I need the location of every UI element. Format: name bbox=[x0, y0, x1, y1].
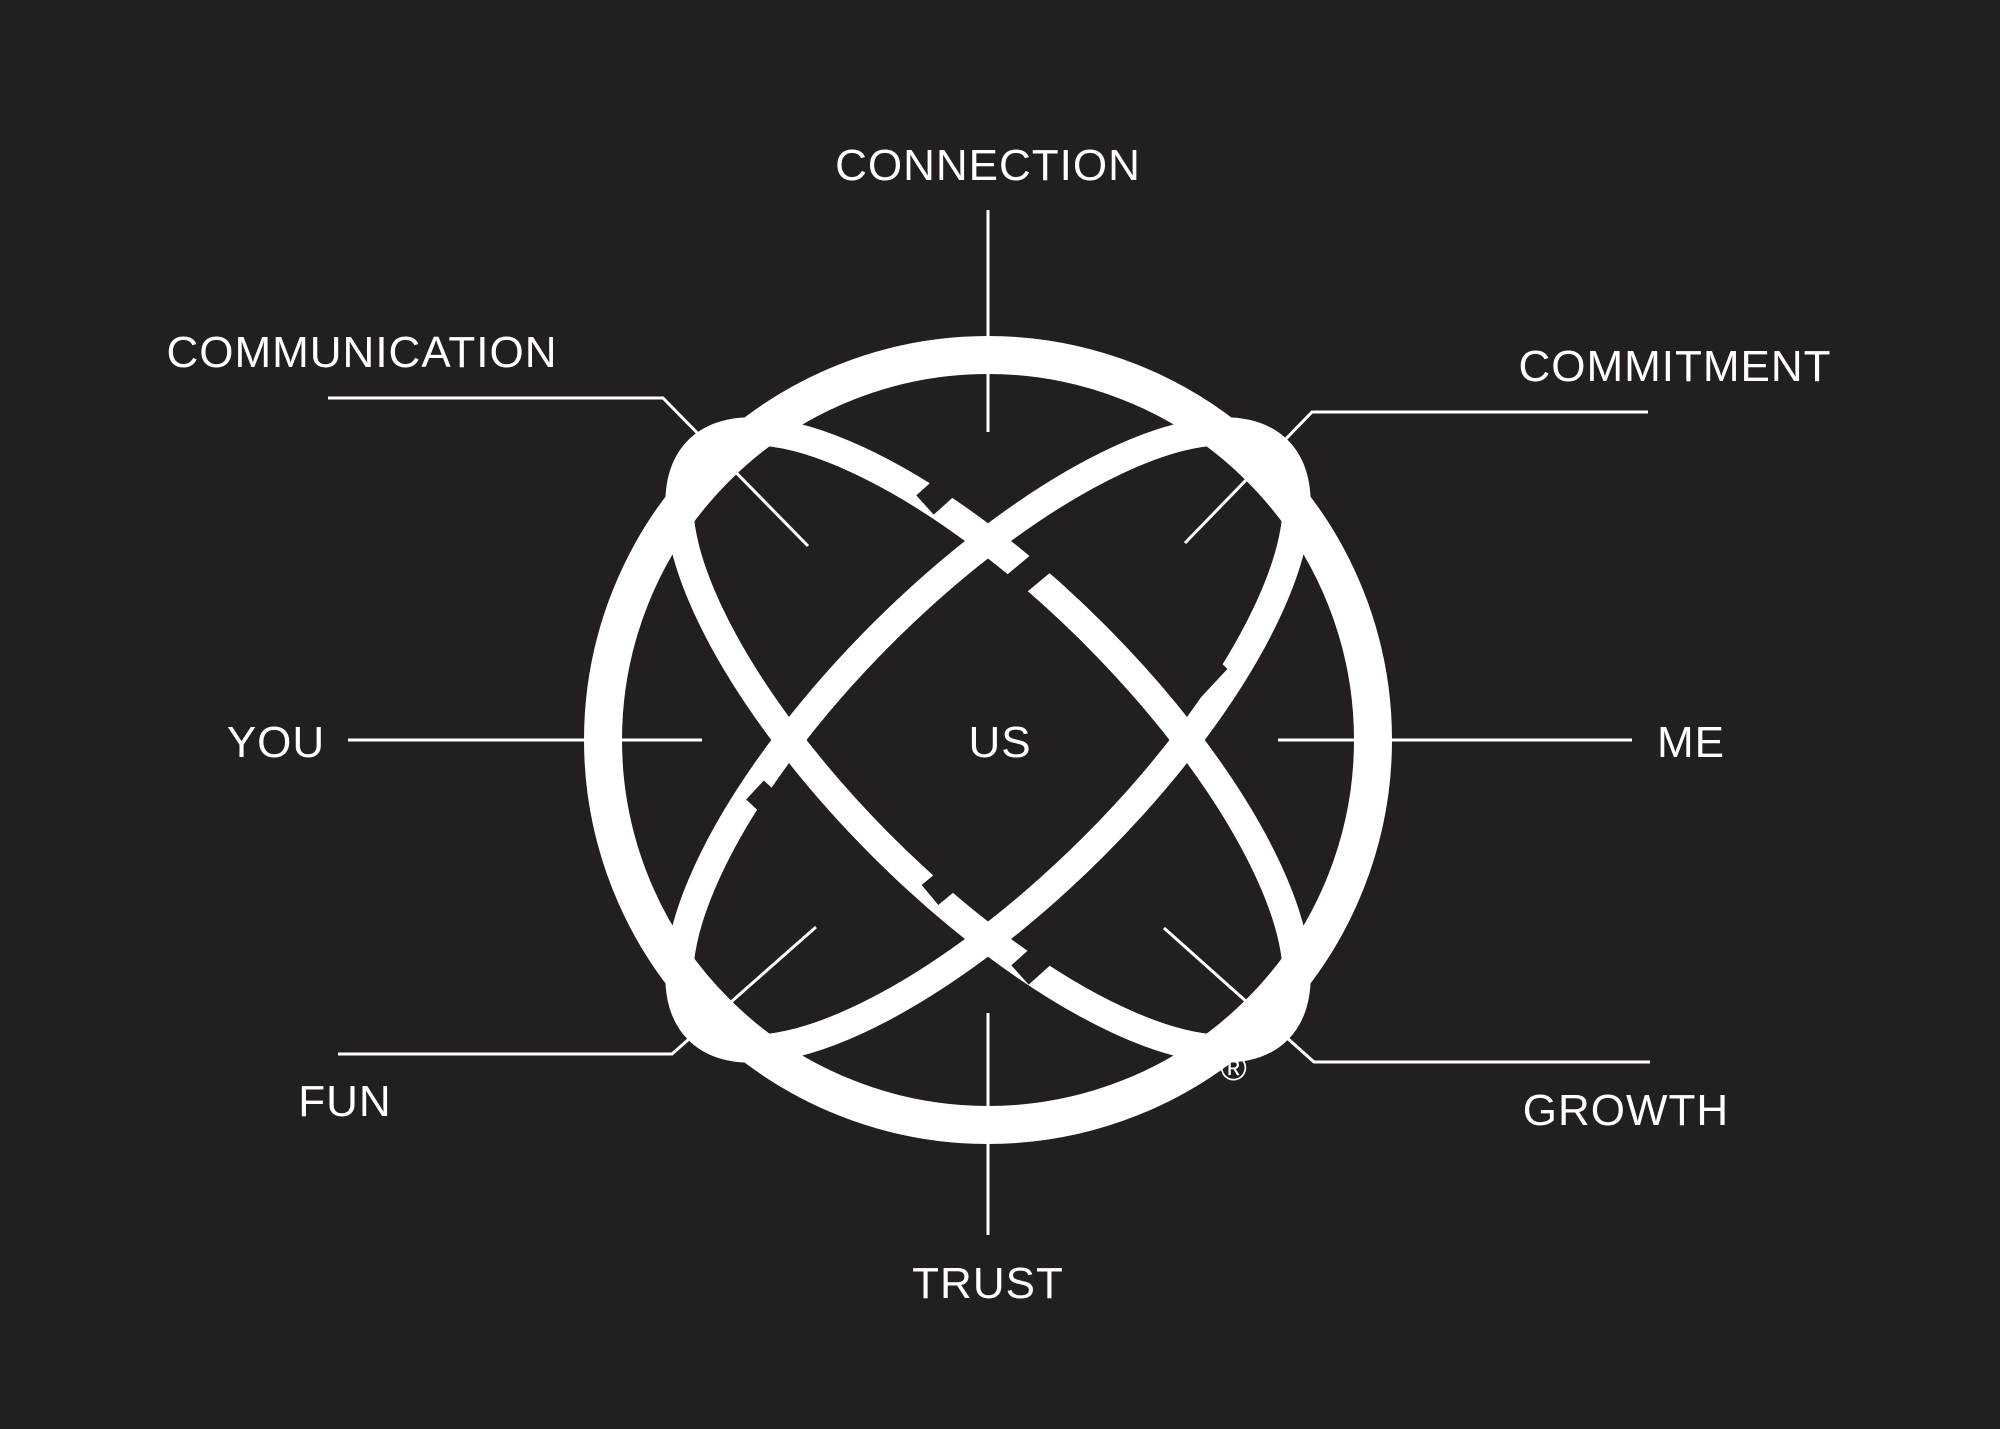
leader-growth bbox=[1163, 926, 1650, 1064]
leader-lines bbox=[328, 210, 1650, 1235]
label-you: YOU bbox=[227, 718, 325, 767]
interlace-gaps bbox=[746, 468, 1228, 985]
label-growth: GROWTH bbox=[1523, 1086, 1729, 1135]
label-commitment: COMMITMENT bbox=[1518, 342, 1831, 391]
label-connection: CONNECTION bbox=[835, 141, 1141, 190]
labels: CONNECTION COMMUNICATION COMMITMENT YOU … bbox=[166, 141, 1831, 1308]
leader-commitment bbox=[1183, 410, 1648, 545]
label-communication: COMMUNICATION bbox=[166, 328, 557, 377]
emblem bbox=[584, 336, 1392, 1144]
registered-trademark-mark: ® bbox=[1220, 1047, 1248, 1088]
ellipse-b bbox=[665, 417, 1311, 1063]
label-fun: FUN bbox=[298, 1077, 391, 1126]
leader-communication bbox=[328, 396, 810, 548]
leader-fun bbox=[338, 925, 817, 1056]
label-trust: TRUST bbox=[912, 1259, 1064, 1308]
outer-ring bbox=[584, 336, 1392, 1144]
label-me: ME bbox=[1657, 718, 1725, 767]
ellipse-a bbox=[665, 417, 1311, 1063]
label-us: US bbox=[968, 718, 1031, 767]
